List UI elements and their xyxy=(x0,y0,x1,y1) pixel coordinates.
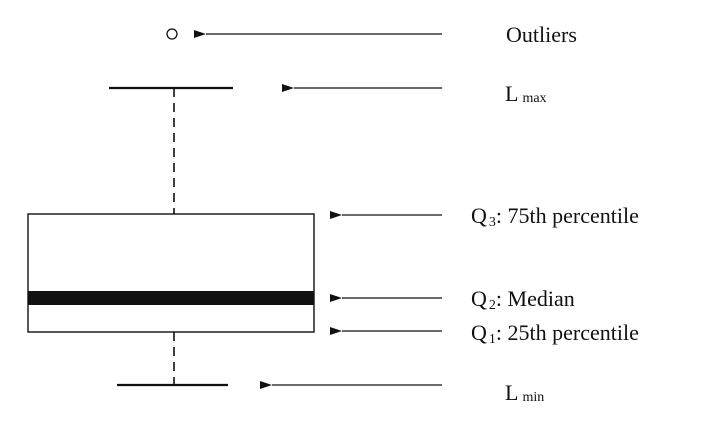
q1-label-base: Q xyxy=(471,320,487,345)
q3-label-text: : 75th percentile xyxy=(496,203,639,228)
lmax-label-base: L xyxy=(505,81,518,106)
interquartile-box xyxy=(27,213,315,333)
q1-label-sub: 1 xyxy=(489,332,496,347)
q2-label-base: Q xyxy=(471,286,487,311)
q3-label-base: Q xyxy=(471,203,487,228)
lmin-label-base: L xyxy=(505,380,518,405)
q3-label-sub: 3 xyxy=(489,215,496,230)
outliers-label: Outliers xyxy=(506,22,577,47)
q2-label-text: : Median xyxy=(496,286,575,311)
q2-label-sub: 2 xyxy=(489,298,496,313)
outlier-point xyxy=(166,28,178,40)
median-bar xyxy=(28,291,314,305)
q1-label-text: : 25th percentile xyxy=(496,320,639,345)
lmax-label-sub: max xyxy=(522,91,546,106)
lmin-label-sub: min xyxy=(522,390,544,405)
